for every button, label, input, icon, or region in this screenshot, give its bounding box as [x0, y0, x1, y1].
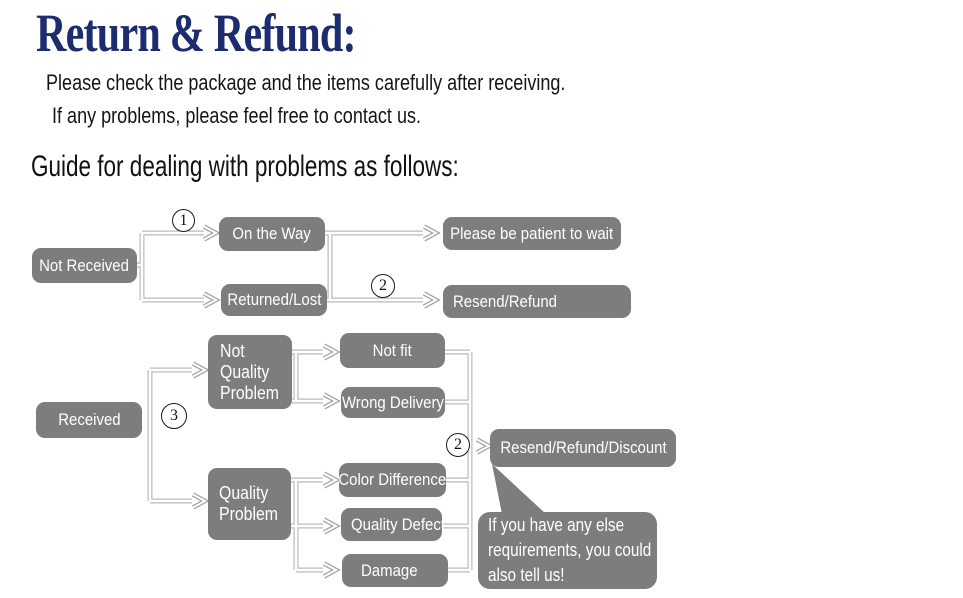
flow-box-not-quality-problem: Not Quality Problem [208, 335, 292, 409]
step-marker-1: 1 [172, 209, 195, 232]
flow-box-not-fit: Not fit [340, 333, 445, 368]
flow-box-received: Received [36, 402, 142, 438]
flow-box-damage: Damage [342, 554, 448, 587]
flow-box-not-received: Not Received [32, 248, 137, 283]
flow-box-quality-defect: Quality Defect [341, 508, 445, 541]
step-marker-2-top: 2 [371, 274, 395, 298]
page-title: Return & Refund: [36, 3, 357, 63]
flow-box-resend-refund-discount: Resend/Refund/Discount [490, 429, 676, 467]
intro-line-2: If any problems, please feel free to con… [52, 103, 422, 128]
flow-box-please-wait: Please be patient to wait [443, 217, 621, 250]
flow-box-resend-refund: Resend/Refund [443, 285, 631, 318]
flow-box-on-the-way: On the Way [219, 217, 325, 251]
step-marker-3: 3 [161, 403, 187, 429]
flow-box-wrong-delivery: Wrong Delivery [341, 387, 445, 418]
flow-box-color-difference: Color Difference [339, 463, 446, 497]
step-marker-2-bottom: 2 [446, 433, 470, 457]
guide-heading: Guide for dealing with problems as follo… [31, 150, 459, 183]
arrowheads-core [192, 225, 492, 578]
intro-line-1: Please check the package and the items c… [46, 70, 566, 95]
speech-bubble-tail [492, 464, 546, 514]
flow-box-quality-problem: Quality Problem [208, 468, 291, 540]
speech-bubble: If you have any else requirements, you c… [478, 512, 657, 589]
flow-box-returned-lost: Returned/Lost [221, 284, 327, 316]
connector-shafts-core [137, 231, 472, 572]
